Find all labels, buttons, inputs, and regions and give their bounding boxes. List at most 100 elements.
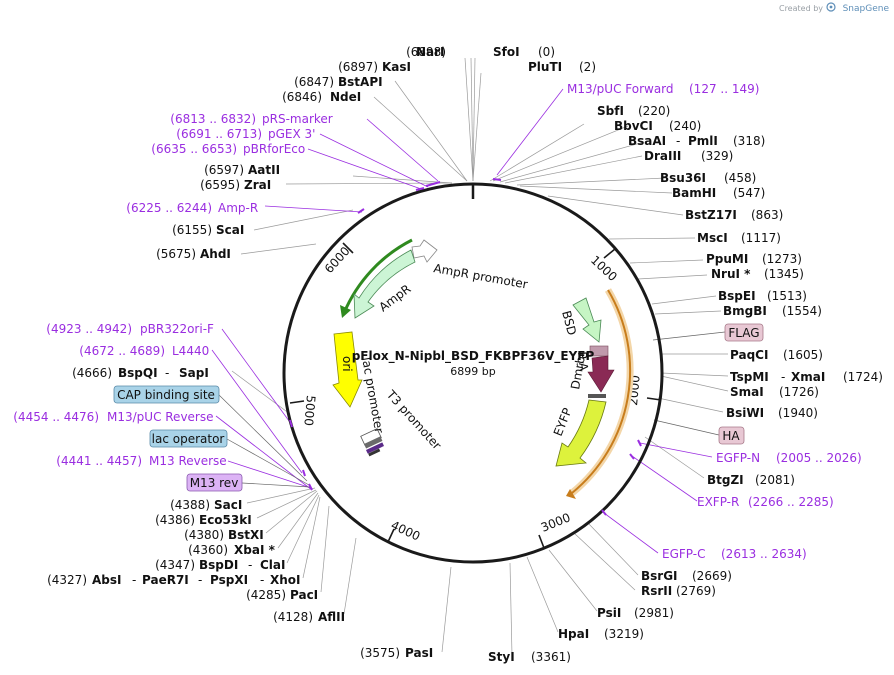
primer-label: EGFP-N — [716, 451, 760, 465]
primer-range: (6813 .. 6832) — [170, 112, 256, 126]
snapgene-logo-icon — [826, 2, 836, 12]
primer-range: (2005 .. 2026) — [776, 451, 862, 465]
site-pos: (2) — [579, 60, 596, 74]
site-pos: (6847) — [294, 75, 334, 89]
ori-feature — [332, 331, 363, 408]
lac-promoter-label: lac promoter — [359, 356, 386, 434]
primer-label: EGFP-C — [662, 547, 705, 561]
t3-promoter-label: T3 promoter — [383, 387, 444, 452]
ha-label: HA — [722, 429, 740, 443]
orf-arc — [571, 289, 632, 494]
site-name: SapI — [179, 366, 209, 380]
site-separator: - — [260, 573, 264, 587]
site-pos: (220) — [638, 104, 670, 118]
ha-box: HA — [718, 426, 745, 445]
site-name: ScaI — [216, 223, 244, 237]
site-pos: (2081) — [755, 473, 795, 487]
site-pos: (6597) — [204, 163, 244, 177]
primer-leaders — [211, 88, 713, 554]
orf-arrowhead — [566, 489, 576, 499]
flag-box: FLAG — [724, 323, 764, 342]
site-name: NdeI — [330, 90, 361, 104]
primer-label: pGEX 3' — [268, 127, 315, 141]
site-name: BsiWI — [726, 406, 764, 420]
scale-ticks — [289, 242, 662, 549]
site-separator: - — [676, 134, 680, 148]
lac-operator-label: lac operator — [152, 432, 225, 446]
site-name: PsiI — [597, 606, 621, 620]
site-pos: (1513) — [767, 289, 807, 303]
site-name: ClaI — [260, 558, 285, 572]
site-pos: (2669) — [692, 569, 732, 583]
site-pos: (6846) — [282, 90, 322, 104]
site-name: AatII — [248, 163, 280, 177]
plasmid-length: 6899 bp — [450, 365, 495, 378]
primer-range: (2266 .. 2285) — [748, 495, 834, 509]
site-pos: (458) — [724, 171, 756, 185]
site-pos: (4386) — [155, 513, 195, 527]
tick-label: 1000 — [588, 253, 620, 284]
primer-range: (4441 .. 4457) — [56, 454, 142, 468]
site-name: XbaI * — [234, 543, 276, 557]
primer-range: (4672 .. 4689) — [79, 344, 165, 358]
site-name: SmaI — [730, 385, 764, 399]
m13-rev-label: M13 rev — [190, 476, 239, 490]
site-pos: (3361) — [531, 650, 571, 664]
site-name: StyI — [488, 650, 515, 664]
dmrb-feature — [587, 355, 615, 393]
m13-rev-box: M13 rev — [186, 473, 243, 492]
ampr-promoter-arc — [342, 238, 413, 314]
primer-label: M13/pUC Reverse — [107, 410, 214, 424]
primer-marks — [289, 178, 642, 516]
primer-range: (6225 .. 6244) — [126, 201, 212, 215]
site-name: MscI — [697, 231, 728, 245]
ampr-label: AmpR — [376, 282, 413, 315]
site-name: PspXI — [210, 573, 248, 587]
bsd-label: BSD — [559, 309, 579, 337]
site-separator: - — [165, 366, 169, 380]
ori-label: ori — [340, 356, 354, 372]
site-name: BstAPI — [338, 75, 383, 89]
site-pos: (547) — [733, 186, 765, 200]
primer-range: (127 .. 149) — [689, 82, 759, 96]
site-name: PacI — [290, 588, 318, 602]
primer-range: (6691 .. 6713) — [176, 127, 262, 141]
site-pos: (6155) — [172, 223, 212, 237]
site-pos: (1554) — [782, 304, 822, 318]
site-name: Bsu36I — [660, 171, 706, 185]
site-name: RsrII — [641, 584, 672, 598]
cap-binding-site-label: CAP binding site — [117, 388, 215, 402]
primer-range: (4454 .. 4476) — [13, 410, 99, 424]
site-pos: (1345) — [764, 267, 804, 281]
site-pos: (3575) — [360, 646, 400, 660]
primer-label: M13 Reverse — [149, 454, 227, 468]
site-pos: (6897) — [338, 60, 378, 74]
primer-label: pRS-marker — [262, 112, 333, 126]
box-leaders — [218, 331, 726, 488]
ampr-promoter-arrowhead — [340, 305, 351, 318]
lac-t3-cluster — [360, 428, 385, 457]
site-pos: (863) — [751, 208, 783, 222]
site-pos: (1940) — [778, 406, 818, 420]
site-name: PasI — [405, 646, 433, 660]
site-pos: (4666) — [72, 366, 112, 380]
site-name: BsrGI — [641, 569, 678, 583]
site-name: TspMI — [730, 370, 769, 384]
site-name: BtgZI — [707, 473, 744, 487]
bsd-feature — [572, 297, 602, 343]
linker-feature — [588, 394, 606, 398]
leader-lines — [231, 57, 729, 656]
eyfp-feature — [555, 399, 607, 467]
site-name: BspEI — [718, 289, 756, 303]
cap-binding-site-box: CAP binding site — [113, 385, 220, 404]
site-pos: (5675) — [156, 247, 196, 261]
site-pos: (1724) — [843, 370, 883, 384]
site-pos: (2981) — [634, 606, 674, 620]
site-pos: (4347) — [155, 558, 195, 572]
primer-range: (4923 .. 4942) — [46, 322, 132, 336]
site-name: KasI — [382, 60, 411, 74]
site-pos: (318) — [733, 134, 765, 148]
primer-label: pBRforEco — [243, 142, 305, 156]
watermark-prefix: Created by — [779, 4, 823, 13]
